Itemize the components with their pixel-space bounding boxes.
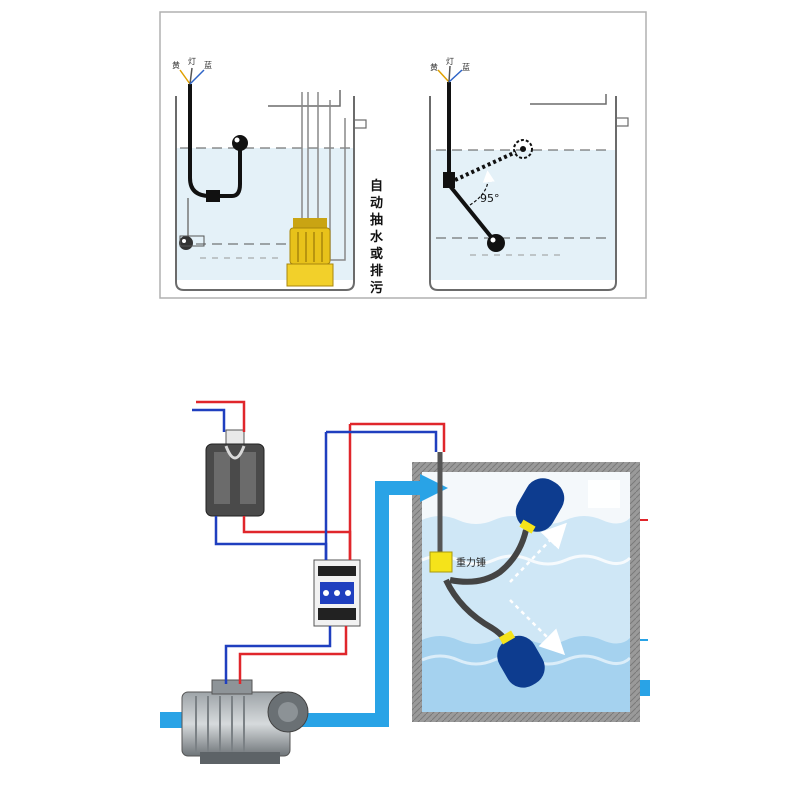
red-wires — [196, 400, 446, 684]
raised-float-ball — [513, 139, 533, 159]
top-panel: 黄 灯 蓝 自 动 抽 水 或 排 污 — [159, 11, 647, 299]
right-wire-label-1: 黄 — [430, 62, 438, 72]
down-direction-arrow — [509, 599, 566, 656]
right-tank-wall — [429, 96, 617, 291]
pressure-switch — [205, 429, 265, 517]
raised-float-arm — [454, 150, 517, 182]
left-wire-label-3: 蓝 — [204, 60, 212, 70]
left-wire-label-2: 灯 — [188, 56, 196, 66]
inlet-arrow — [420, 474, 448, 502]
upper-float-cable — [449, 529, 529, 585]
float-switch-assembly: 重力锤 — [429, 452, 567, 688]
electric-pump — [181, 679, 309, 764]
upper-float — [515, 478, 565, 534]
suction-pipe — [160, 712, 186, 728]
lower-float — [497, 630, 545, 688]
blue-wires — [192, 408, 438, 684]
left-tank: 黄 灯 蓝 — [172, 56, 367, 291]
side-label-char-3: 抽 — [370, 212, 383, 228]
right-wire-label-2: 灯 — [446, 56, 454, 66]
left-float-ball — [232, 135, 248, 151]
side-label-char-7: 污 — [370, 280, 383, 296]
left-tank-wall — [175, 96, 355, 291]
inlet-pipe — [160, 474, 448, 728]
lowered-float-arm — [448, 184, 494, 240]
counterweight — [429, 551, 453, 573]
right-tank-water — [430, 150, 616, 280]
right-wire-label-3: 蓝 — [462, 62, 470, 72]
bottom-panel: 重力锤 — [160, 400, 650, 764]
counterweight-label: 重力锤 — [456, 556, 486, 569]
side-label-char-4: 水 — [370, 229, 384, 245]
contactor — [313, 559, 361, 627]
left-float-cable — [188, 84, 242, 198]
side-label: 自 动 抽 水 或 排 污 — [370, 178, 384, 296]
side-label-char-5: 或 — [370, 246, 383, 262]
left-wire-label-1: 黄 — [172, 60, 180, 70]
side-label-char-6: 排 — [370, 263, 383, 279]
right-tank: 95° 黄 灯 蓝 — [429, 56, 629, 291]
angle-label: 95° — [480, 192, 500, 205]
lowered-float-ball — [487, 234, 505, 252]
submersible-pump — [286, 218, 334, 287]
side-label-char-2: 动 — [370, 196, 383, 211]
side-label-char-1: 自 — [370, 178, 383, 194]
